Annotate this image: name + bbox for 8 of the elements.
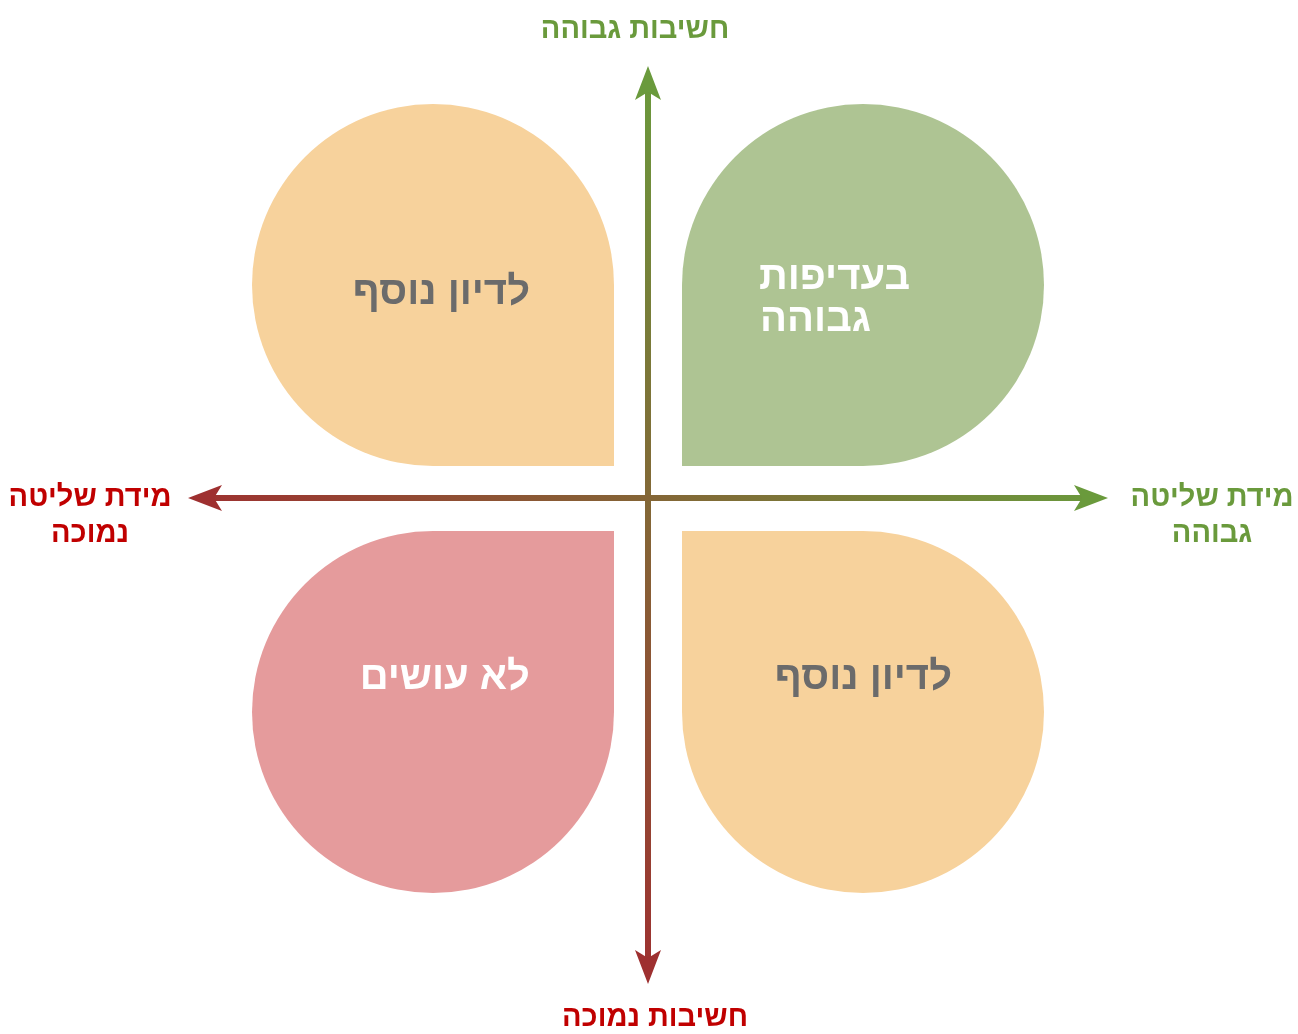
petal-label: לא עושים (359, 654, 530, 696)
petal-label: לדיון נוסף (352, 269, 530, 311)
axis-label: מידת שליטה גבוהה (1129, 479, 1295, 550)
petal-label: בעדיפות גבוהה (760, 254, 910, 338)
axis-label: חשיבות נמוכה (561, 999, 749, 1034)
petal-label: לדיון נוסף (774, 654, 952, 696)
axis-label: חשיבות גבוהה (539, 11, 731, 46)
axis-label: מידת שליטה נמוכה (7, 479, 173, 550)
